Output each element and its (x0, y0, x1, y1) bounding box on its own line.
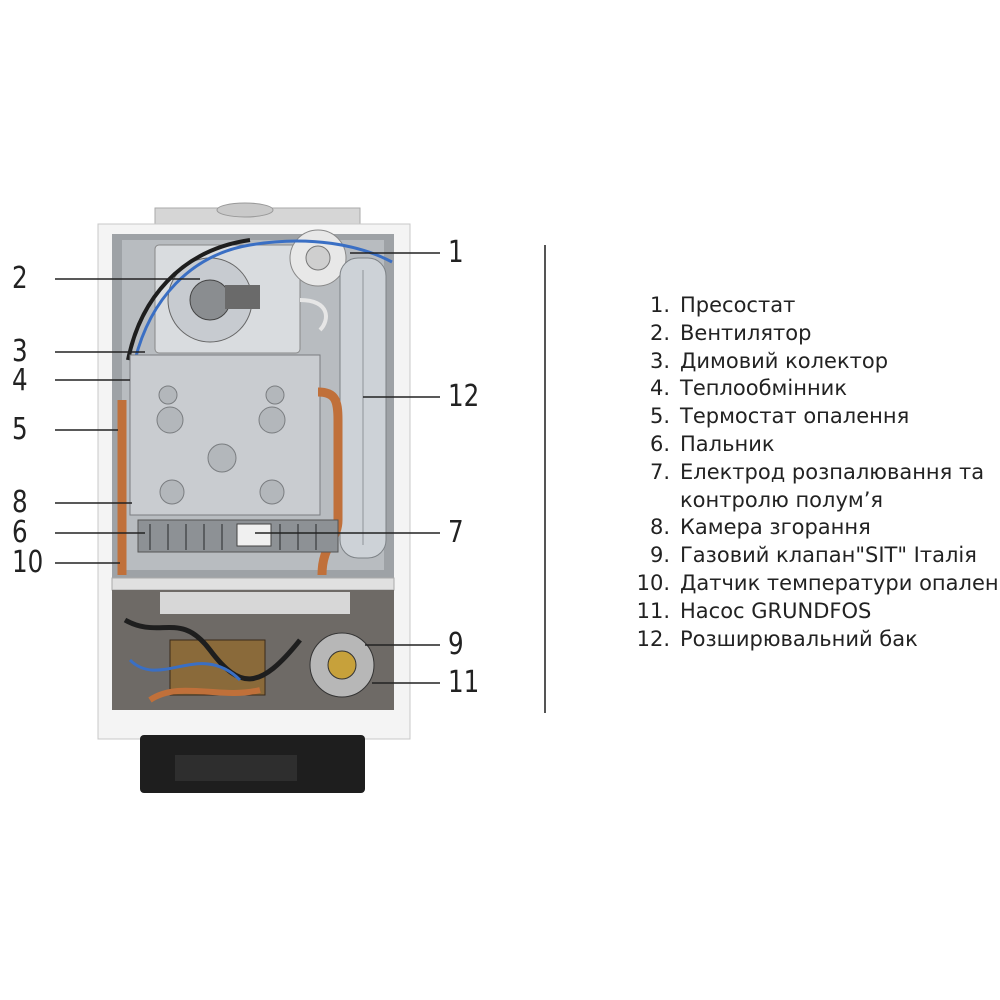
callout-number-8: 8 (12, 485, 28, 520)
legend-item-continuation: контролю полум’я (680, 487, 884, 512)
legend-item: 2.Вентилятор (649, 320, 812, 345)
legend-item: 8.Камера згорання (649, 515, 871, 540)
callout-number-6: 6 (12, 515, 28, 550)
legend-item: 7.Електрод розпалювання та (649, 459, 985, 484)
legend-item: 3.Димовий колектор (649, 348, 889, 373)
legend-item: 10.Датчик температури опалення (636, 570, 1000, 595)
callout-number-12: 12 (448, 379, 480, 414)
legend-item: 11.Насос GRUNDFOS (636, 598, 872, 623)
callout-number-1: 1 (448, 235, 464, 270)
legend-item: 1.Пресостат (649, 293, 796, 317)
callout-number-9: 9 (448, 627, 464, 662)
gas-valve (169, 639, 266, 696)
leader-lines (55, 252, 440, 684)
legend-list: 1.Пресостат 2.Вентилятор 3.Димовий колек… (630, 292, 1000, 653)
legend-item: 9.Газовий клапан"SIT" Італія (649, 543, 977, 568)
legend-item: 5.Термостат опалення (649, 404, 910, 429)
legend-item: 6.Пальник (649, 431, 775, 456)
callout-number-3: 3 (12, 334, 28, 369)
callout-number-10: 10 (12, 545, 44, 580)
callout-number-11: 11 (448, 665, 480, 700)
callout-number-2: 2 (12, 261, 28, 296)
ignition-electrode (236, 523, 272, 547)
vertical-divider (544, 245, 546, 713)
callout-number-4: 4 (12, 363, 28, 398)
callout-number-5: 5 (12, 412, 28, 447)
wire-harness (133, 239, 393, 361)
heat-exchanger (129, 354, 321, 516)
callout-number-7: 7 (448, 515, 464, 550)
legend-item: 4.Теплообмінник (649, 376, 848, 401)
legend-item: 12.Розширювальний бак (636, 626, 918, 651)
flue-outlet (216, 202, 274, 218)
